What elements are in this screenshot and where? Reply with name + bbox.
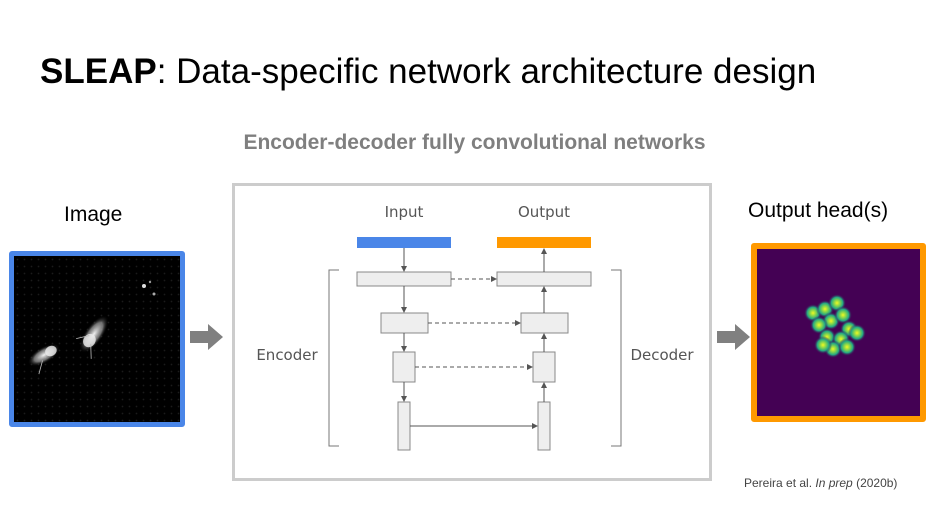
confidence-peak [814, 336, 832, 354]
decoder-block-1 [496, 271, 592, 287]
decoder-block-3 [532, 351, 556, 383]
citation: Pereira et al. In prep (2020b) [744, 476, 898, 490]
decoder-block-2 [520, 312, 569, 334]
title-bold: SLEAP [40, 52, 157, 91]
output-text: Output [518, 203, 570, 221]
bottleneck-block-left [397, 401, 411, 451]
title-rest: : Data-specific network architecture des… [156, 52, 817, 91]
confidence-map [757, 249, 920, 416]
decoder-bracket [611, 269, 622, 447]
confidence-peak [848, 324, 866, 342]
right-arrow-icon [190, 324, 223, 350]
input-image [9, 251, 185, 427]
confidence-peak [834, 306, 852, 324]
output-bar [497, 237, 591, 248]
image-label: Image [64, 203, 123, 226]
decoder-text: Decoder [630, 346, 694, 364]
slide-title: SLEAP: Data-specific network architectur… [40, 52, 816, 92]
output-heatmap-image [751, 243, 926, 422]
input-text: Input [385, 203, 424, 221]
output-heads-label: Output head(s) [748, 199, 889, 222]
encoder-text: Encoder [256, 346, 318, 364]
encoder-block-2 [380, 312, 429, 334]
encoder-bracket [328, 269, 339, 447]
input-bar [357, 237, 451, 248]
diagram-subtitle: Encoder-decoder fully convolutional netw… [243, 131, 706, 154]
confidence-peak [838, 338, 856, 356]
bottleneck-block-right [537, 401, 551, 451]
right-arrow-icon [717, 324, 750, 350]
encoder-block-1 [356, 271, 452, 287]
encoder-decoder-diagram: Input Output Encoder Deco [232, 183, 712, 481]
encoder-block-3 [392, 351, 416, 383]
fly-image [14, 256, 180, 422]
